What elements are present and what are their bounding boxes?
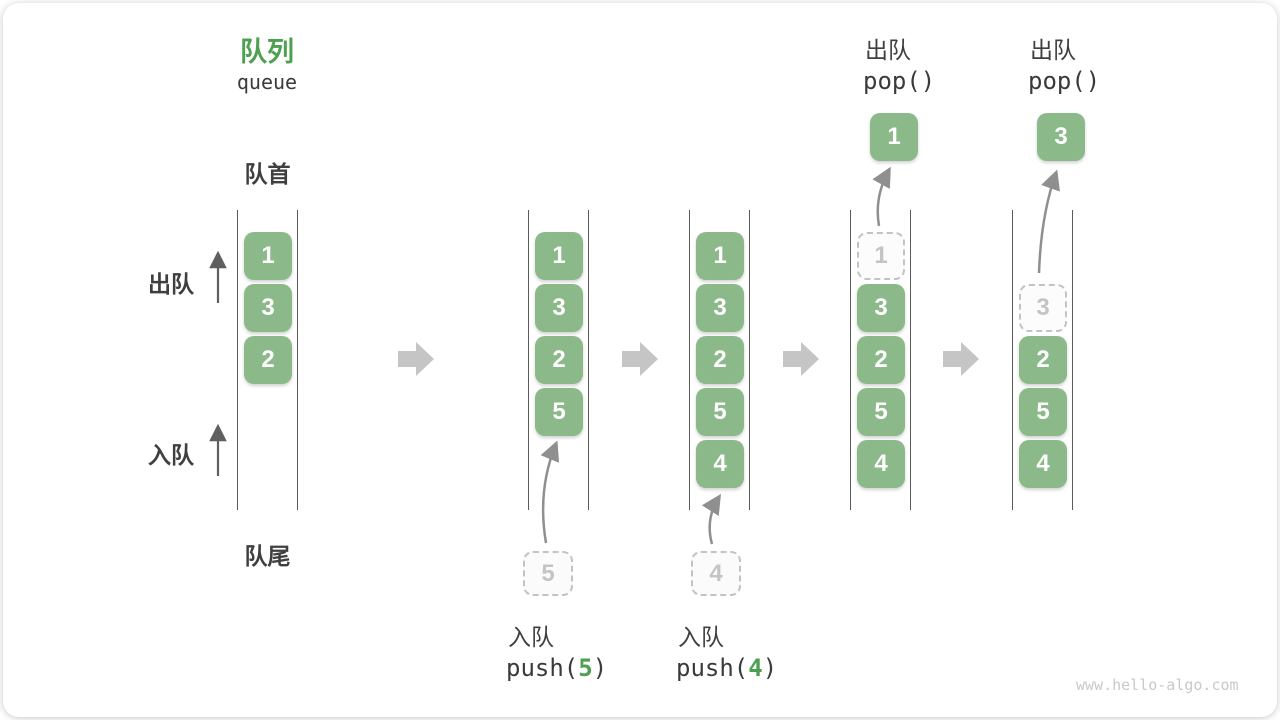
queue-front-label: 队首 [244,161,291,187]
queue-cell: 3 [696,284,744,332]
code-arg: 4 [748,654,763,682]
popped-slot-cell: 3 [1019,284,1067,332]
queue-cell: 1 [535,232,583,280]
code-text: push( [676,654,749,682]
enqueue-op-code: push(5) [506,654,607,682]
enqueue-op-label: 入队 [508,624,554,650]
enqueue-direction-label: 入队 [148,442,194,468]
queue-cell: 5 [1019,388,1067,436]
popped-slot-cell: 1 [857,232,905,280]
dequeue-op-code: pop() [863,67,936,95]
state-transition-arrow-icon [622,342,658,376]
queue-lane-2 [528,210,589,510]
queue-lane-4 [850,210,911,510]
queue-cell: 2 [857,336,905,384]
queue-cell: 1 [244,232,292,280]
state-transition-arrow-icon [783,342,819,376]
queue-cell: 4 [696,440,744,488]
state-transition-arrow-icon [943,342,979,376]
watermark: www.hello-algo.com [1076,676,1239,694]
queue-rear-label: 队尾 [244,543,291,569]
queue-cell: 2 [535,336,583,384]
popped-value-cell: 1 [870,113,918,161]
queue-cell: 5 [535,388,583,436]
queue-cell: 3 [535,284,583,332]
dequeue-op-label: 出队 [865,37,911,63]
enqueue-op-label: 入队 [678,624,724,650]
queue-cell: 2 [1019,336,1067,384]
queue-cell: 2 [696,336,744,384]
queue-cell: 5 [857,388,905,436]
enqueue-op-code: push(4) [676,654,777,682]
queue-lane-5 [1012,210,1073,510]
queue-cell: 3 [244,284,292,332]
dequeue-direction-label: 出队 [148,271,194,297]
queue-cell: 2 [244,336,292,384]
diagram-subtitle: queue [236,70,298,94]
popped-value-cell: 3 [1037,113,1085,161]
queue-lane-3 [689,210,750,510]
code-text: ) [592,654,608,682]
code-text: ) [762,654,778,682]
dequeue-op-code: pop() [1028,67,1101,95]
queue-lane-1 [237,210,298,510]
pending-enqueue-cell: 4 [691,551,741,596]
queue-cell: 5 [696,388,744,436]
diagram-title: 队列 [240,37,294,67]
queue-cell: 1 [696,232,744,280]
state-transition-arrow-icon [398,342,434,376]
dequeue-op-label: 出队 [1030,37,1076,63]
queue-cell: 4 [857,440,905,488]
queue-cell: 4 [1019,440,1067,488]
pending-enqueue-cell: 5 [523,551,573,596]
queue-cell: 3 [857,284,905,332]
code-arg: 5 [578,654,593,682]
code-text: push( [506,654,579,682]
